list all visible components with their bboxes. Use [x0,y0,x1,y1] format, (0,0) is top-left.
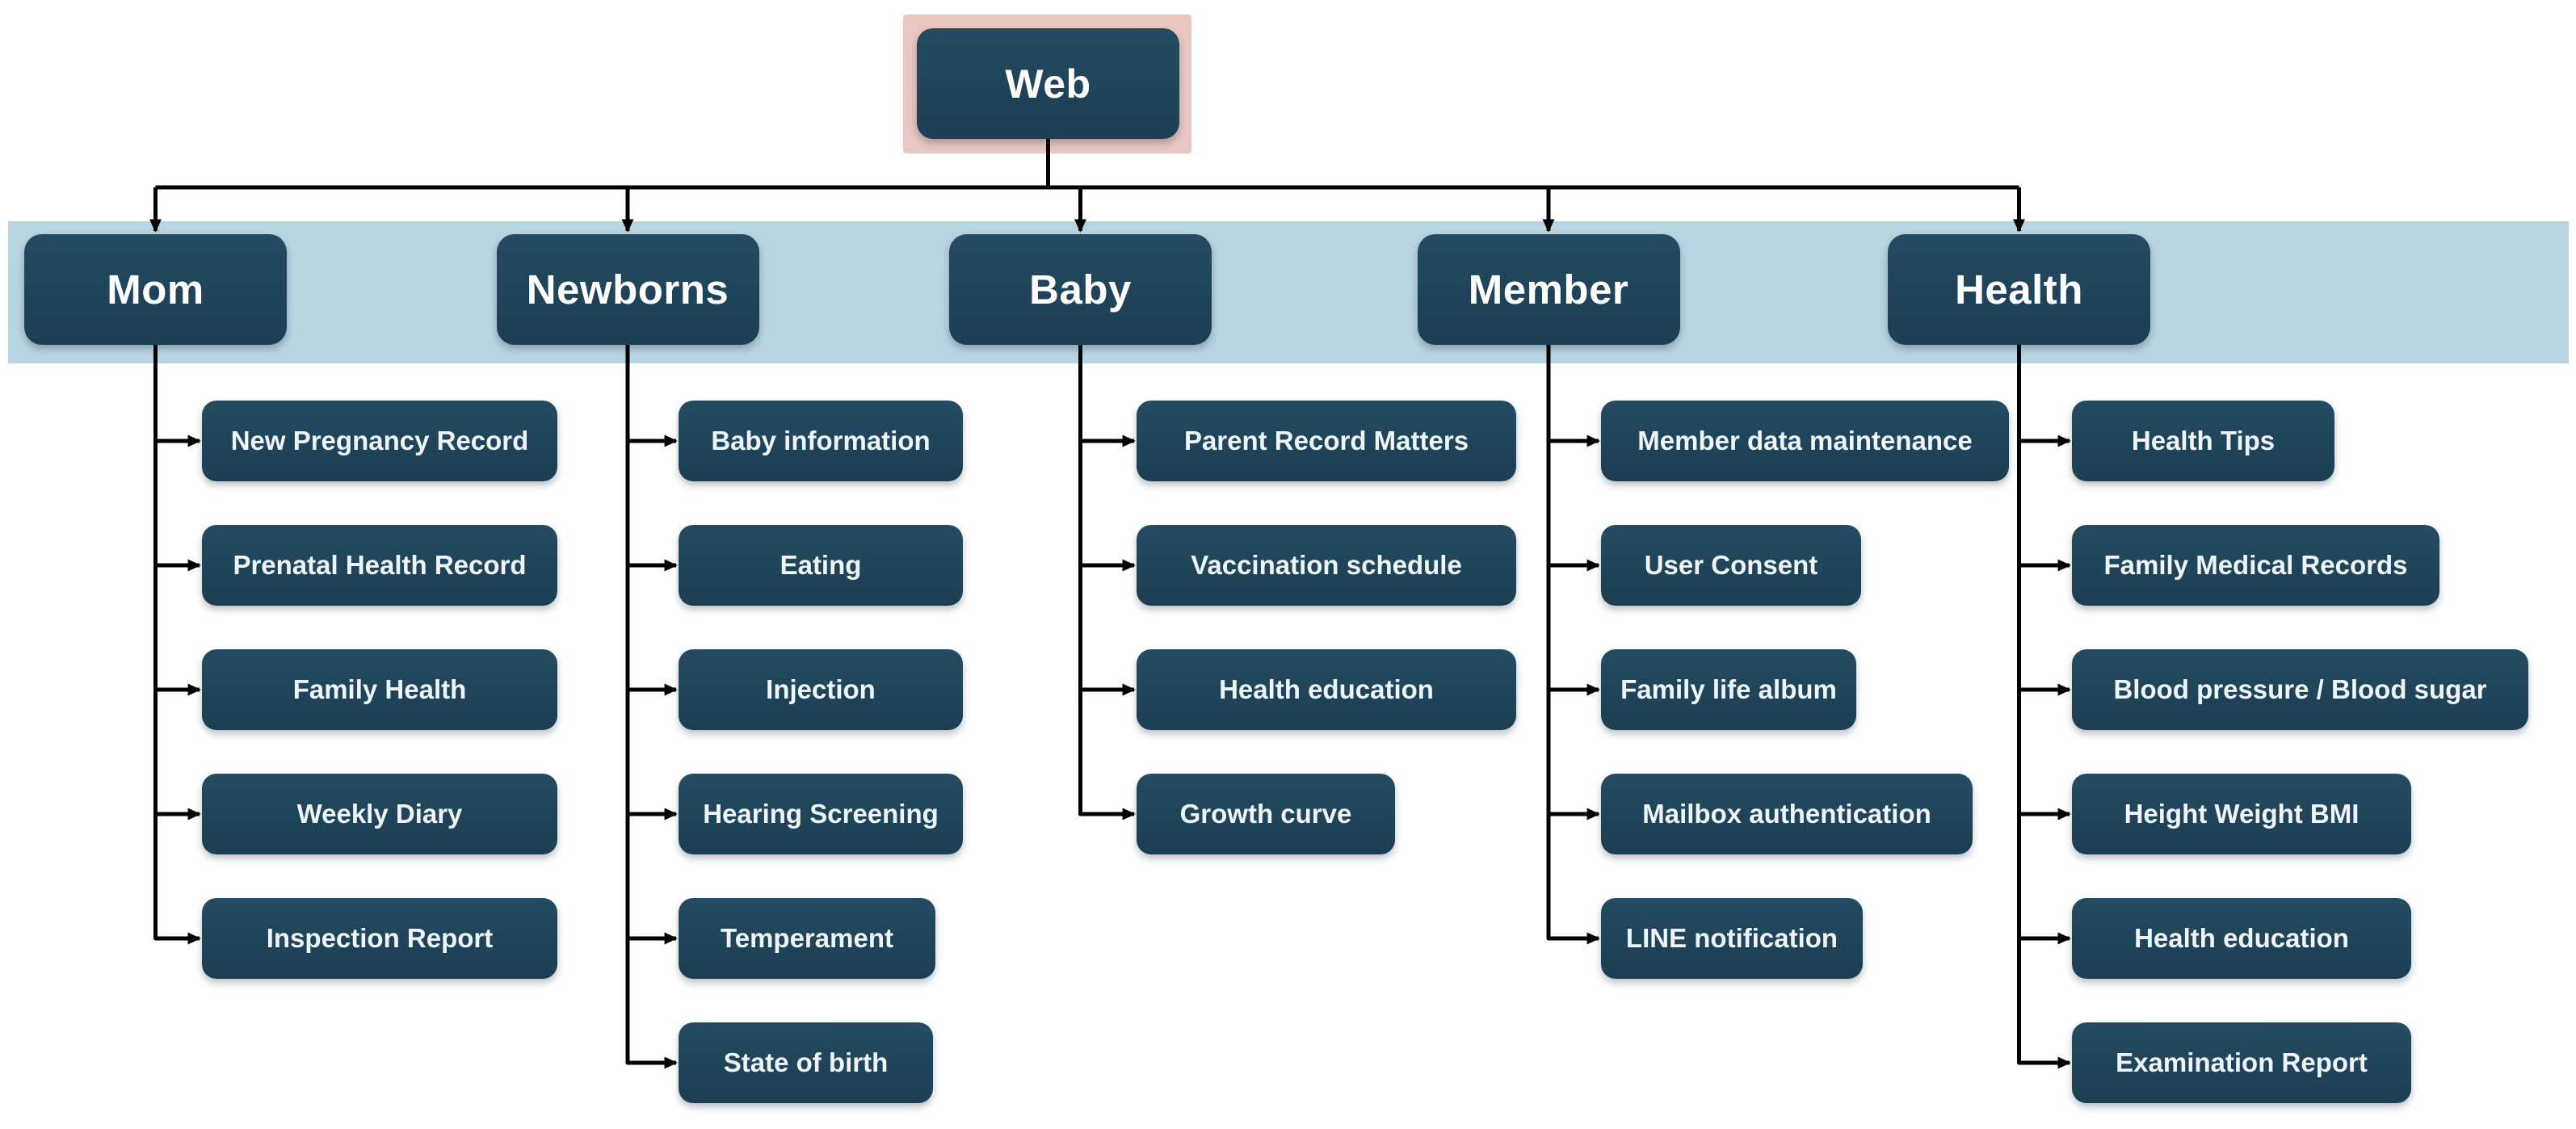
branch-node-newborns: Newborns [496,234,759,345]
branch-node-member: Member [1417,234,1680,345]
child-node-blood-pressure-blood-sugar: Blood pressure / Blood sugar [2072,649,2528,730]
child-node-prenatal-health-record: Prenatal Health Record [202,525,557,606]
child-node-member-data-maintenance: Member data maintenance [1601,401,2009,481]
child-node-health-tips: Health Tips [2072,401,2334,481]
child-node-growth-curve: Growth curve [1137,774,1395,854]
child-node-hearing-screening: Hearing Screening [679,774,963,854]
spine-elbow-arrow-newborns [625,345,678,1069]
child-node-baby-information: Baby information [679,401,963,481]
branch-node-baby: Baby [949,234,1212,345]
child-node-examination-report: Examination Report [2072,1022,2411,1103]
child-node-height-weight-bmi: Height Weight BMI [2072,774,2411,854]
child-node-family-health: Family Health [202,649,557,730]
spine-elbow-arrow-health [2017,345,2071,1069]
spine-elbow-arrow-member [1546,345,1600,945]
child-node-vaccination-schedule: Vaccination schedule [1137,525,1516,606]
child-node-user-consent: User Consent [1601,525,1861,606]
child-node-injection: Injection [679,649,963,730]
child-node-new-pregnancy-record: New Pregnancy Record [202,401,557,481]
branch-node-mom: Mom [24,234,287,345]
child-node-inspection-report: Inspection Report [202,898,557,979]
child-node-state-of-birth: State of birth [679,1022,933,1103]
child-node-mailbox-authentication: Mailbox authentication [1601,774,1973,854]
child-node-eating: Eating [679,525,963,606]
branch-node-health: Health [1888,234,2150,345]
spine-elbow-arrow-baby [1078,345,1136,821]
child-node-temperament: Temperament [679,898,935,979]
root-node-web: Web [917,28,1179,139]
child-node-line-notification: LINE notification [1601,898,1863,979]
spine-elbow-arrow-mom [153,345,201,945]
child-node-family-medical-records: Family Medical Records [2072,525,2439,606]
child-node-weekly-diary: Weekly Diary [202,774,557,854]
child-node-parent-record-matters: Parent Record Matters [1137,401,1516,481]
child-node-health-education: Health education [1137,649,1516,730]
child-node-family-life-album: Family life album [1601,649,1856,730]
child-node-health-education: Health education [2072,898,2411,979]
